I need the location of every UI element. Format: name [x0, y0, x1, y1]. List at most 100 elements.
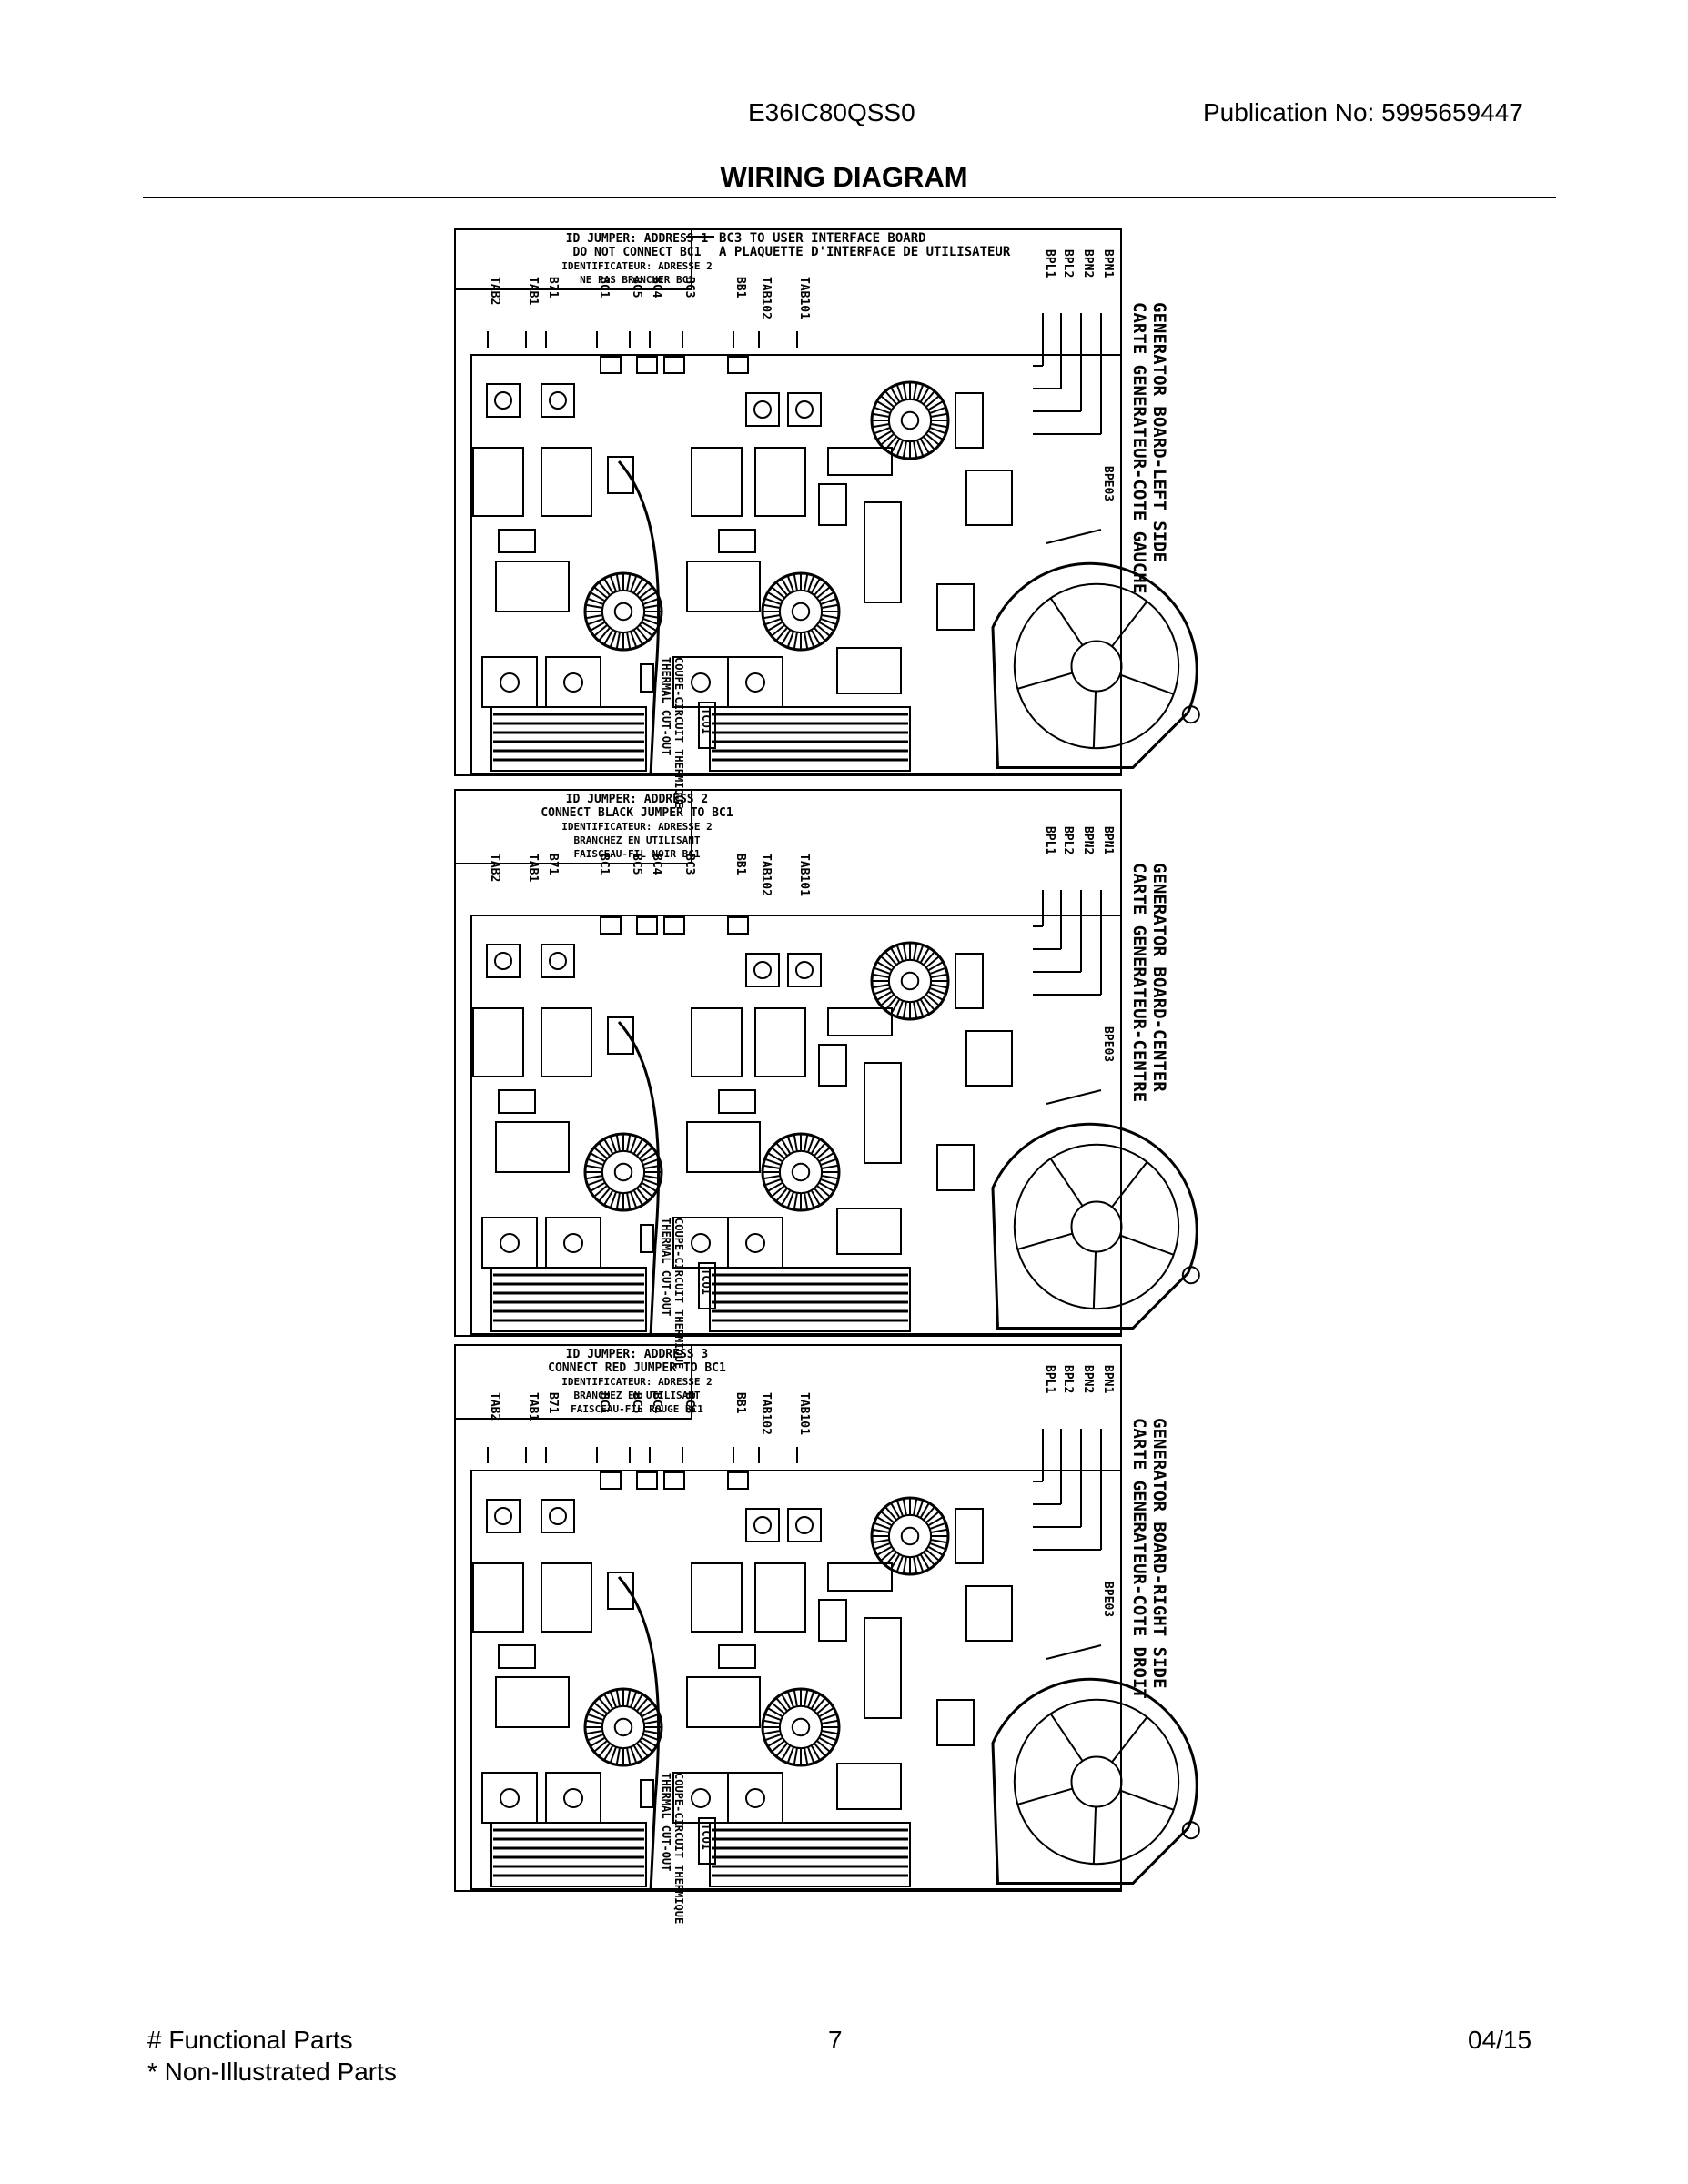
tco-label: TCO1 [700, 1824, 713, 1850]
toroid-coil-a-winding [636, 581, 649, 596]
toroid-coil-c-winding [923, 1506, 935, 1521]
toroid-coil-a-winding [626, 1135, 632, 1151]
toroid-coil-a-winding [615, 1690, 621, 1706]
toroid-coil-c-winding [880, 956, 895, 968]
toroid-coil-b-winding [804, 574, 809, 591]
toroid-coil-b [761, 571, 841, 652]
tco-box [698, 1817, 716, 1865]
board-side-label-fr: CARTE GENERATEUR-COTE DROIT [1129, 1418, 1149, 1699]
capacitor-bank [495, 561, 570, 612]
connector-label-bpn1: BPN1 [1101, 826, 1115, 854]
toroid-coil-c-winding [925, 1511, 940, 1523]
toroid-coil-a-winding [586, 614, 602, 620]
toroid-coil-c-winding [874, 1522, 890, 1530]
toroid-coil-b-winding [764, 1713, 781, 1721]
toroid-coil-a-winding [633, 1745, 643, 1761]
toroid-coil-c-winding [916, 1556, 925, 1572]
transistor [498, 1644, 536, 1669]
model-number: E36IC80QSS0 [748, 98, 915, 126]
toroid-coil-b-winding [821, 1734, 837, 1742]
capacitor [541, 1562, 592, 1633]
jumper-note-line: CONNECT RED JUMPER TO BC1 [548, 1361, 726, 1375]
fuse-holder [864, 501, 902, 603]
fan-blade [1049, 597, 1084, 646]
toroid-coil-b-winding [807, 575, 815, 592]
toroid-coil-c-winding [920, 387, 930, 402]
connector [663, 356, 685, 374]
toroid-coil-c-winding [931, 984, 947, 989]
toroid-coil-c-winding [880, 1549, 895, 1562]
thermal-cutout-wire [617, 1576, 661, 1892]
connector-label-tab2: TAB2 [488, 1392, 501, 1421]
output-terminal [545, 1772, 601, 1824]
toroid-coil-a-winding [615, 1193, 621, 1209]
toroid-coil-a-winding [590, 1152, 605, 1162]
toroid-coil-c-inner [887, 958, 933, 1004]
connector-label-tab101: TAB101 [797, 854, 811, 896]
bpe03-pointer [1046, 529, 1102, 544]
connector-label-bc3: BC3 [682, 1392, 696, 1413]
output-terminal [481, 1772, 538, 1824]
toroid-coil-a-winding [587, 1713, 603, 1721]
connector-label-bc1: BC1 [597, 277, 611, 298]
toroid-coil-c-winding [884, 1506, 897, 1521]
fan-blade [1111, 601, 1148, 647]
toroid-coil-c-winding [928, 1516, 944, 1526]
terminal-screw [549, 1507, 567, 1525]
toroid-coil-b-winding [821, 1178, 837, 1187]
toroid-coil-b-winding [804, 632, 809, 649]
connector-label-tab2: TAB2 [488, 277, 501, 305]
toroid-coil-a-winding [590, 622, 605, 632]
toroid-coil-a-winding [639, 1702, 653, 1714]
toroid-coil-c-winding [923, 951, 935, 966]
toroid-coil-c-winding [902, 1557, 907, 1573]
toroid-coil-a-winding [590, 592, 605, 602]
connector [636, 916, 658, 935]
power-terminal [836, 647, 902, 694]
connector-label-b71: B71 [546, 1392, 560, 1414]
toroid-coil-a-winding [626, 1193, 632, 1209]
page-title: WIRING DIAGRAM [720, 161, 968, 193]
fuse-holder [864, 1617, 902, 1719]
toroid-coil-b-winding [819, 622, 834, 632]
connector-label-bpl1: BPL1 [1043, 249, 1056, 278]
toroid-coil-b-winding [822, 1719, 838, 1724]
toroid-coil-b-winding [807, 1192, 815, 1208]
terminal-screw [494, 952, 512, 970]
toroid-coil-c-winding [895, 1500, 904, 1516]
toroid-coil-c-winding [902, 1002, 907, 1018]
toroid-coil-b-core [791, 1717, 811, 1737]
transistor [718, 529, 756, 553]
connector-label-tab102: TAB102 [759, 1392, 773, 1435]
toroid-coil-c-winding [902, 383, 907, 399]
fan-blade [1049, 1158, 1084, 1207]
toroid-coil-b-winding [771, 1185, 785, 1198]
output-terminal-screw [691, 1233, 711, 1253]
toroid-coil-c-core [900, 410, 920, 430]
toroid-coil-c-winding [916, 945, 925, 961]
output-terminal [727, 1772, 783, 1824]
toroid-coil-b-winding [786, 632, 794, 648]
connector [663, 916, 685, 935]
fan-hub [1070, 1200, 1123, 1253]
toroid-coil-c-winding [913, 944, 918, 960]
terminal-screw [753, 400, 772, 419]
terminal [541, 383, 575, 418]
toroid-coil-a-winding [626, 574, 632, 591]
toroid-coil-a-winding [587, 618, 603, 626]
toroid-coil-c [870, 941, 950, 1021]
toroid-coil-b-winding [819, 1152, 834, 1162]
toroid-coil-a-winding [615, 574, 621, 591]
connector-label-bc1: BC1 [597, 854, 611, 875]
toroid-coil-a-winding [639, 1740, 653, 1753]
fan-housing [991, 1122, 1198, 1330]
toroid-coil-c-winding [923, 1552, 935, 1566]
terminal [787, 392, 822, 427]
toroid-coil-c [870, 1496, 950, 1576]
toroid-coil-a-inner [601, 1704, 646, 1750]
output-terminal-screw [500, 1788, 520, 1808]
connector-label-bc5: BC5 [630, 1392, 643, 1413]
fan-mount [1181, 1266, 1200, 1285]
choke [955, 392, 984, 449]
toroid-coil-a-winding [642, 1152, 657, 1162]
